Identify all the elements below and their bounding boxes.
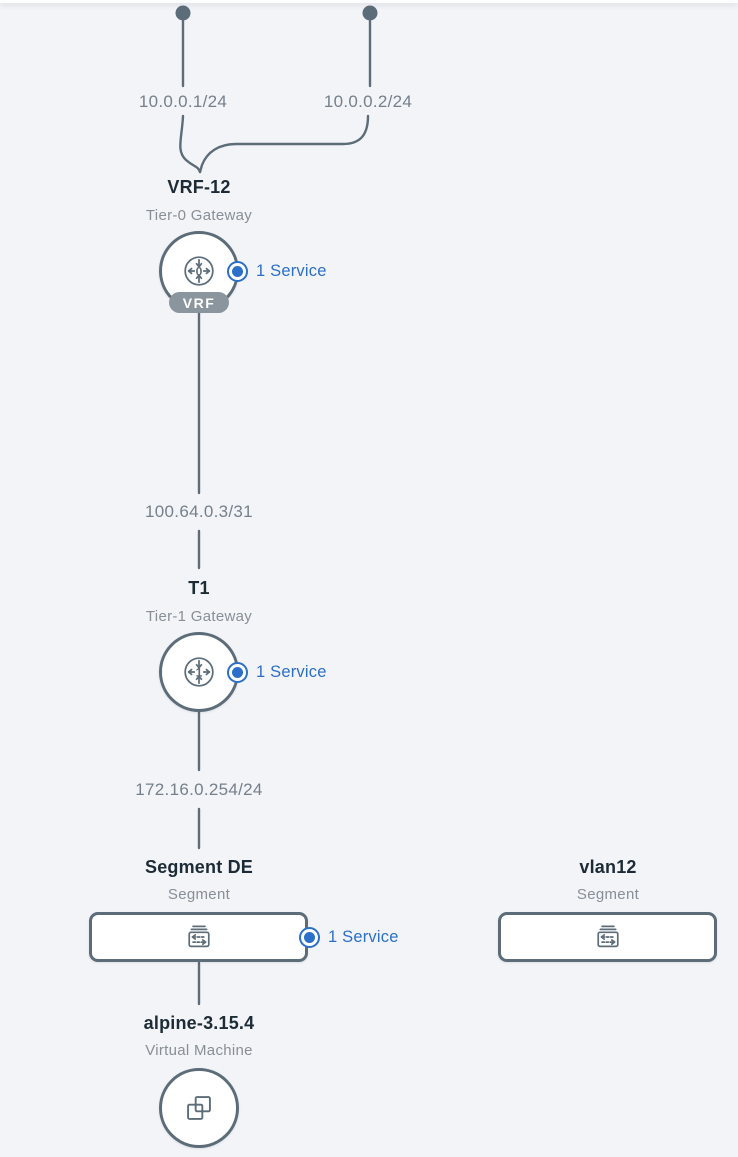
vm-title: alpine-3.15.4 xyxy=(143,1013,255,1033)
gateway-tier-digit: 1 xyxy=(196,665,203,679)
segment-icon xyxy=(596,925,619,948)
segment-de-title: Segment DE xyxy=(144,857,254,877)
t1-gateway-node[interactable]: 1 xyxy=(159,632,239,712)
link-ip-label-t0-t1: 100.64.0.3/31 xyxy=(145,502,253,521)
link-ip-label-t1-segment: 172.16.0.254/24 xyxy=(135,780,263,799)
uplink-ip-label: 10.0.0.2/24 xyxy=(323,92,413,111)
gateway-tier-digit: 0 xyxy=(196,264,203,278)
service-count-label: 1 Service xyxy=(256,662,327,681)
uplink-endpoint-dot xyxy=(362,5,378,21)
service-dot-icon xyxy=(299,926,320,948)
t0-service-badge[interactable]: 1 Service xyxy=(227,260,327,282)
tier0-gateway-icon: 0 xyxy=(184,256,214,286)
uplink-ip-label: 10.0.0.1/24 xyxy=(138,92,228,111)
t1-gateway-subtitle: Tier-1 Gateway xyxy=(145,608,253,625)
vm-subtitle: Virtual Machine xyxy=(145,1042,253,1059)
service-dot-icon xyxy=(227,260,248,282)
tier1-gateway-icon: 1 xyxy=(184,657,214,687)
t0-gateway-subtitle: Tier-0 Gateway xyxy=(145,207,253,224)
uplink-funnel-left xyxy=(179,114,202,174)
vm-node[interactable] xyxy=(159,1068,239,1148)
service-dot-icon xyxy=(227,661,248,683)
uplink-funnel-right xyxy=(198,114,370,174)
top-panel-shadow xyxy=(0,0,738,3)
segment-de-node[interactable] xyxy=(89,912,308,962)
segment-de-subtitle: Segment xyxy=(167,886,231,903)
service-count-label: 1 Service xyxy=(256,261,327,280)
t1-service-badge[interactable]: 1 Service xyxy=(227,661,327,683)
vrf-badge: VRF xyxy=(169,292,229,313)
vlan12-title: vlan12 xyxy=(579,857,637,877)
t0-gateway-title: VRF-12 xyxy=(167,177,231,197)
service-count-label: 1 Service xyxy=(328,927,399,946)
virtual-machine-icon xyxy=(187,1096,211,1120)
segment-icon xyxy=(187,925,210,948)
t1-gateway-title: T1 xyxy=(188,578,210,598)
vlan12-subtitle: Segment xyxy=(576,886,640,903)
uplink-endpoint-dot xyxy=(175,5,191,21)
vlan12-node[interactable] xyxy=(498,912,717,962)
segment-de-service-badge[interactable]: 1 Service xyxy=(299,926,399,948)
